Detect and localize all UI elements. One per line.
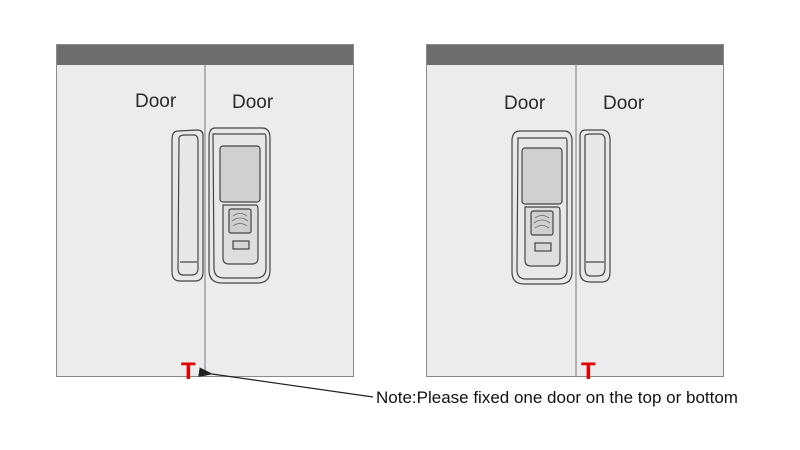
header-bar — [427, 45, 723, 65]
header-bar — [57, 45, 353, 65]
handle-block-left — [171, 129, 204, 282]
door-label-right-2: Door — [603, 93, 645, 114]
door-label-right-1: Door — [504, 93, 546, 114]
fixed-marker-right: T — [581, 358, 596, 385]
door-label-left-2: Door — [232, 92, 274, 113]
fingerprint-lock-right — [511, 130, 573, 285]
right-door-diagram — [426, 44, 724, 377]
door-label-left-1: Door — [135, 91, 177, 112]
handle-block-right — [579, 129, 611, 283]
fingerprint-lock-left — [208, 127, 271, 284]
fixed-marker-left: T — [181, 358, 196, 385]
note-text: Note:Please fixed one door on the top or… — [376, 388, 738, 407]
callout-arrow — [198, 367, 374, 398]
